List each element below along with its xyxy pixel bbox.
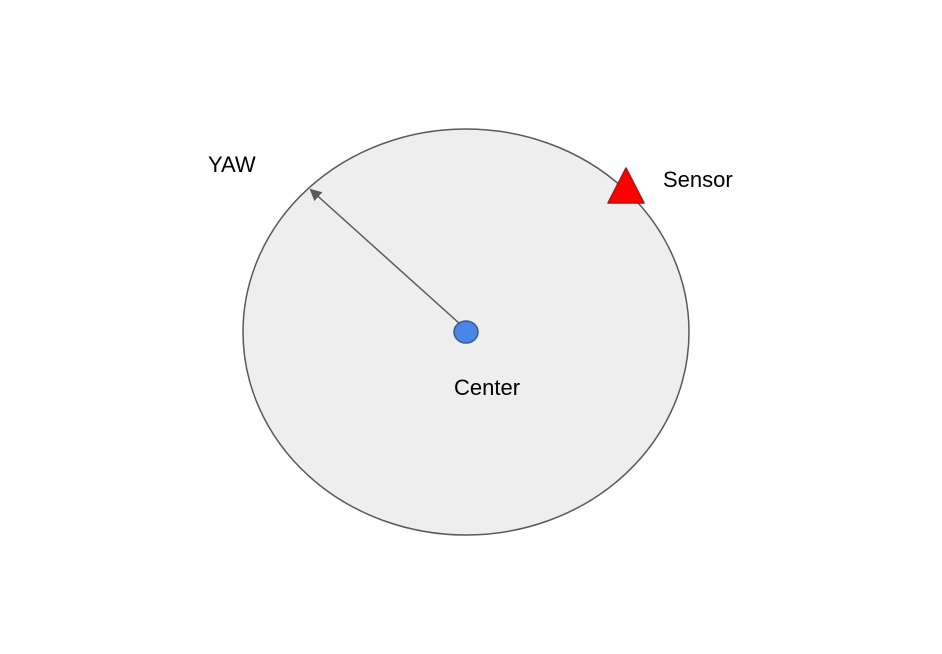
yaw-arrow (309, 188, 461, 325)
sensor-label: Sensor (663, 167, 733, 192)
center-dot (453, 320, 479, 344)
yaw-label: YAW (208, 152, 256, 177)
center-label: Center (454, 375, 520, 400)
sensor-triangle-icon (607, 167, 645, 204)
